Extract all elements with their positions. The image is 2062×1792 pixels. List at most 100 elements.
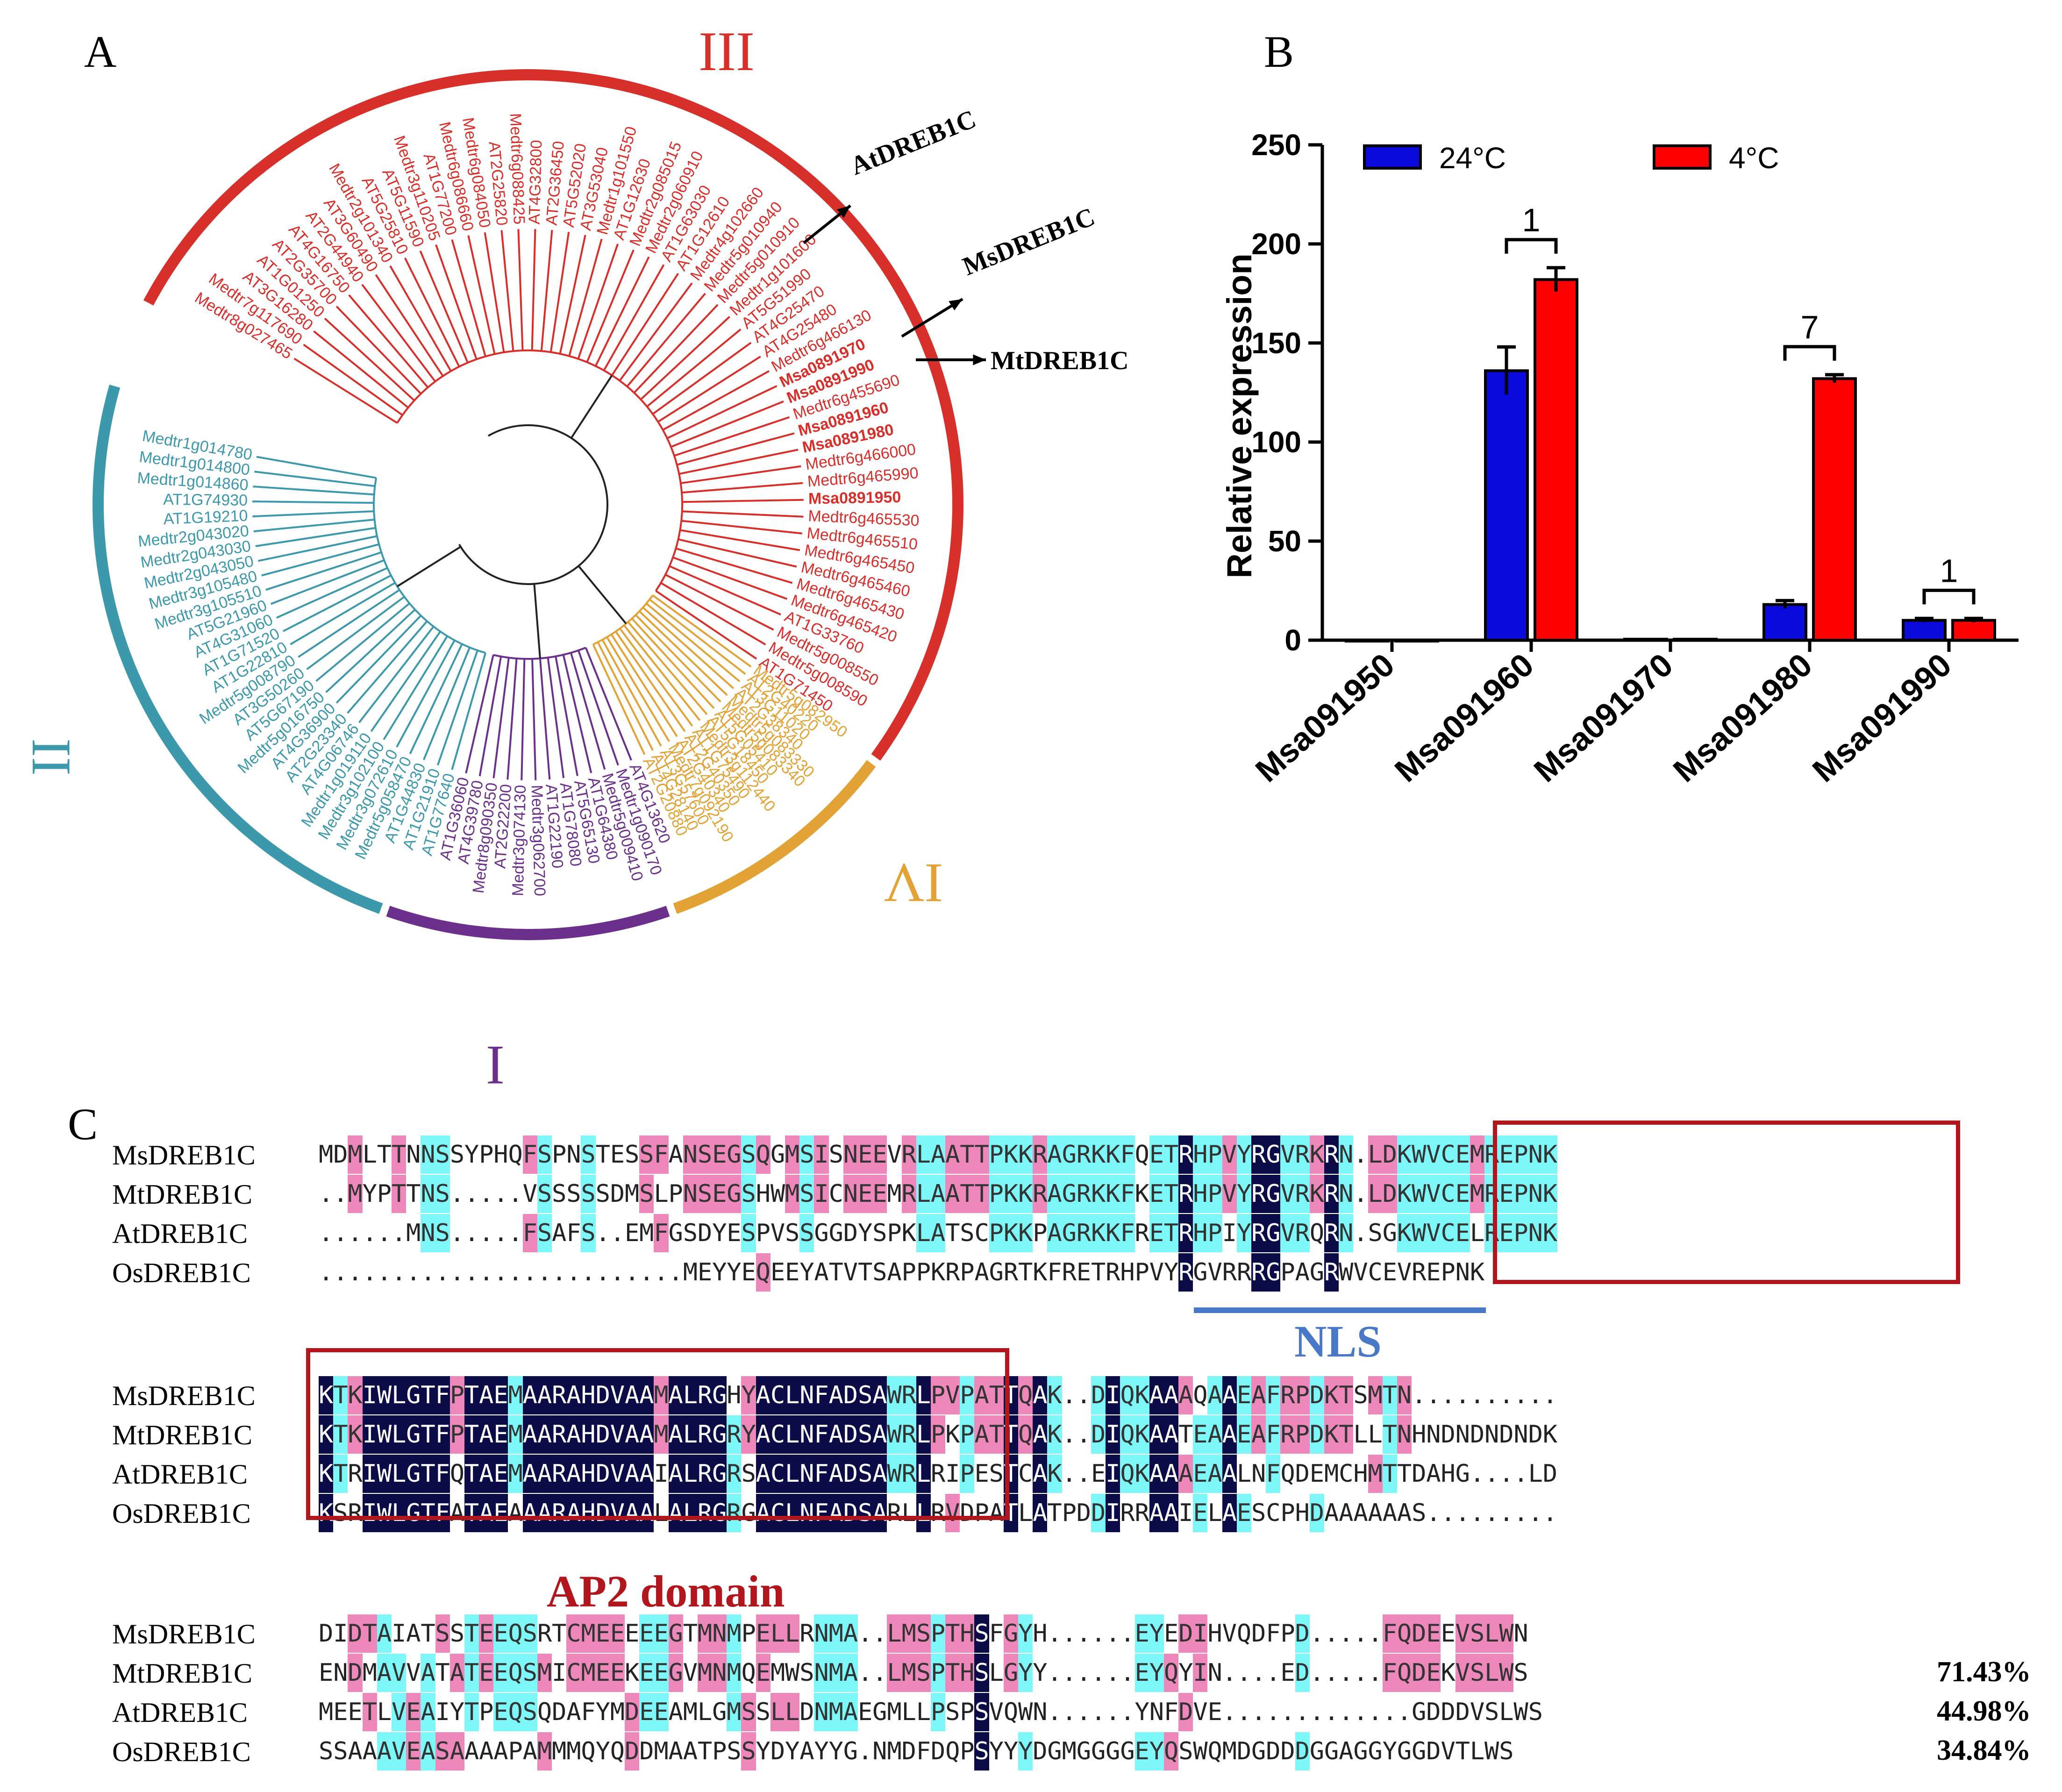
x-tick-label: Msa091990 <box>1805 646 1958 789</box>
residue: Q <box>1280 1460 1295 1488</box>
residue: . <box>1368 1698 1383 1726</box>
residue: A <box>872 1376 887 1414</box>
residue: . <box>1339 1659 1354 1687</box>
residue: . <box>377 1258 392 1286</box>
tree-branch <box>467 235 496 355</box>
clade2-backbone <box>373 478 486 654</box>
tree-branch <box>252 510 374 518</box>
tree-branch <box>671 400 784 448</box>
residue: K <box>1309 1135 1324 1174</box>
residue: P <box>377 1180 392 1208</box>
residue: G <box>1266 1175 1281 1213</box>
residue: T <box>1163 1214 1178 1252</box>
residue: F <box>1382 1654 1397 1692</box>
residue: L <box>391 1494 406 1532</box>
residue: R <box>930 1499 946 1527</box>
residue: S <box>828 1141 843 1169</box>
residue: S <box>522 1693 537 1731</box>
residue: Q <box>1120 1455 1135 1493</box>
residue: F <box>1120 1175 1135 1213</box>
residue: L <box>916 1135 931 1174</box>
tree-branch <box>348 294 429 388</box>
residue: A <box>377 1654 392 1692</box>
residue: Y <box>741 1415 756 1454</box>
residue: C <box>1339 1460 1354 1488</box>
residue: T <box>974 1135 989 1174</box>
residue: F <box>1266 1620 1281 1648</box>
residue: . <box>1412 1381 1427 1409</box>
residue: I <box>333 1620 348 1648</box>
residue: V <box>1280 1214 1295 1252</box>
residue: H <box>1193 1175 1208 1213</box>
sequence-name: AtDREB1C <box>112 1218 248 1249</box>
residue: P <box>916 1258 931 1286</box>
residue: E <box>1134 1614 1149 1653</box>
tree-branch <box>282 574 392 632</box>
residue: P <box>1280 1620 1295 1648</box>
residue: A <box>1178 1376 1193 1414</box>
residue: S <box>435 1732 450 1771</box>
residue: G <box>1412 1698 1427 1726</box>
residue: S <box>741 1693 756 1731</box>
residue: A <box>1163 1415 1178 1454</box>
residue: H <box>1412 1421 1427 1449</box>
tree-branch <box>646 328 742 407</box>
residue: S <box>1251 1499 1266 1527</box>
residue: S <box>1470 1614 1484 1653</box>
residue: M <box>727 1614 742 1653</box>
tree-branch <box>451 652 486 770</box>
residue: L <box>1484 1614 1499 1653</box>
bar-1-3 <box>1812 377 1857 642</box>
residue: Q <box>450 1460 464 1488</box>
residue: M <box>770 1659 785 1687</box>
residue: . <box>1295 1698 1310 1726</box>
residue: R <box>1178 1214 1193 1252</box>
residue: P <box>1513 1175 1528 1213</box>
residue: R <box>901 1135 916 1174</box>
residue: D <box>697 1219 713 1247</box>
residue: A <box>843 1693 858 1731</box>
residue: . <box>552 1258 567 1286</box>
residue: . <box>1513 1381 1528 1409</box>
residue: N <box>799 1455 814 1493</box>
tree-branch <box>568 238 603 357</box>
residue: F <box>1120 1135 1135 1174</box>
residue: A <box>799 1737 814 1765</box>
tree-leaf-label: AT4G32800 <box>526 140 546 225</box>
residue: N <box>872 1737 887 1765</box>
residue: . <box>1106 1659 1120 1687</box>
residue: P <box>1280 1499 1295 1527</box>
residue: F <box>1266 1455 1281 1493</box>
residue: W <box>1499 1614 1514 1653</box>
residue: S <box>537 1214 552 1252</box>
tree-branch <box>577 243 619 359</box>
residue: E <box>639 1693 654 1731</box>
tree-branch <box>666 385 778 439</box>
residue: E <box>479 1614 493 1653</box>
residue: V <box>1441 1737 1456 1765</box>
residue: R <box>1076 1135 1091 1174</box>
residue: F <box>814 1494 829 1532</box>
residue: G <box>989 1258 1004 1286</box>
residue: K <box>1106 1135 1120 1174</box>
residue: Y <box>1018 1614 1033 1653</box>
residue: E <box>872 1135 887 1174</box>
residue: K <box>1047 1455 1062 1493</box>
x-tick-label: Msa091980 <box>1666 646 1819 789</box>
residue: M <box>581 1614 596 1653</box>
residue: . <box>1455 1381 1470 1409</box>
residue: R <box>1251 1214 1266 1252</box>
residue: . <box>872 1620 887 1648</box>
residue: V <box>1193 1698 1208 1726</box>
residue: L <box>1484 1654 1499 1692</box>
residue: P <box>450 1376 464 1414</box>
residue: L <box>916 1455 931 1493</box>
residue: P <box>960 1737 975 1765</box>
bar-1-1 <box>1534 278 1578 642</box>
residue: . <box>1062 1698 1077 1726</box>
residue: W <box>1499 1654 1514 1692</box>
residue: Y <box>1149 1732 1164 1771</box>
residue: S <box>799 1175 814 1213</box>
residue: D <box>1426 1698 1441 1726</box>
residue: L <box>887 1614 902 1653</box>
